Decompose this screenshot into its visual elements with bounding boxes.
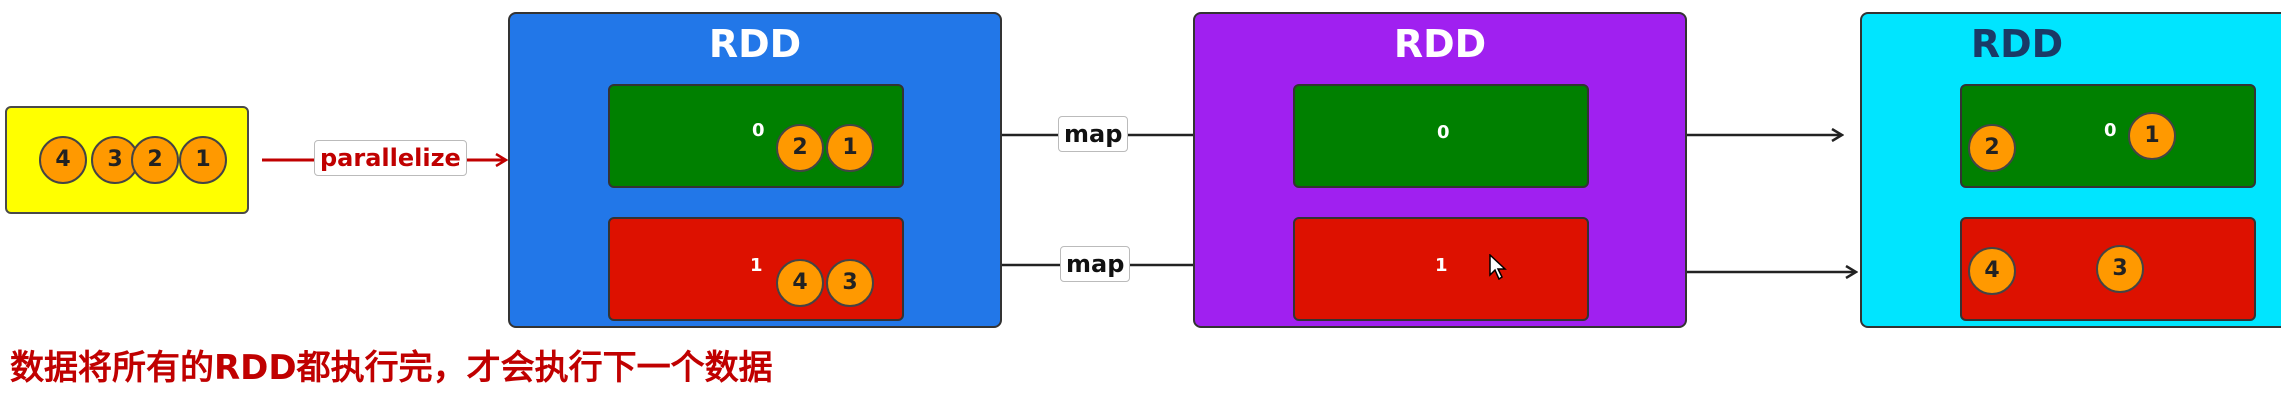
partition-index: 0 — [752, 120, 765, 141]
data-ball: 2 — [1968, 124, 2016, 172]
data-ball: 2 — [776, 124, 824, 172]
rdd-3: RDD 2 0 1 4 3 — [1860, 12, 2281, 328]
rdd-2-partition-0: 0 — [1293, 84, 1589, 188]
rdd-1-partition-1: 1 4 3 — [608, 217, 904, 321]
partition-index: 1 — [1435, 255, 1448, 276]
source-ball: 1 — [179, 136, 227, 184]
source-collection: 4 3 2 1 — [5, 106, 249, 214]
partition-index: 0 — [2104, 120, 2117, 141]
data-ball: 4 — [1968, 247, 2016, 295]
data-ball: 3 — [826, 259, 874, 307]
rdd-title: RDD — [708, 22, 802, 66]
rdd-2-partition-1: 1 — [1293, 217, 1589, 321]
rdd-3-partition-1: 4 3 — [1960, 217, 2256, 321]
mouse-pointer-icon — [1489, 254, 1507, 280]
rdd-1: RDD 0 2 1 1 4 3 — [508, 12, 1002, 328]
map-label: map — [1058, 116, 1129, 152]
parallelize-label: parallelize — [314, 140, 467, 176]
rdd-3-partition-0: 2 0 1 — [1960, 84, 2256, 188]
source-ball: 3 — [91, 136, 139, 184]
caption-text: 数据将所有的RDD都执行完，才会执行下一个数据 — [10, 348, 773, 388]
source-ball: 4 — [39, 136, 87, 184]
source-ball: 2 — [131, 136, 179, 184]
data-ball: 1 — [2128, 112, 2176, 160]
rdd-1-partition-0: 0 2 1 — [608, 84, 904, 188]
data-ball: 4 — [776, 259, 824, 307]
data-ball: 3 — [2096, 245, 2144, 293]
data-ball: 1 — [826, 124, 874, 172]
rdd-title: RDD — [1970, 22, 2064, 66]
rdd-title: RDD — [1393, 22, 1487, 66]
partition-index: 0 — [1437, 122, 1450, 143]
map-label: map — [1060, 246, 1131, 282]
rdd-2: RDD 0 1 — [1193, 12, 1687, 328]
partition-index: 1 — [750, 255, 763, 276]
